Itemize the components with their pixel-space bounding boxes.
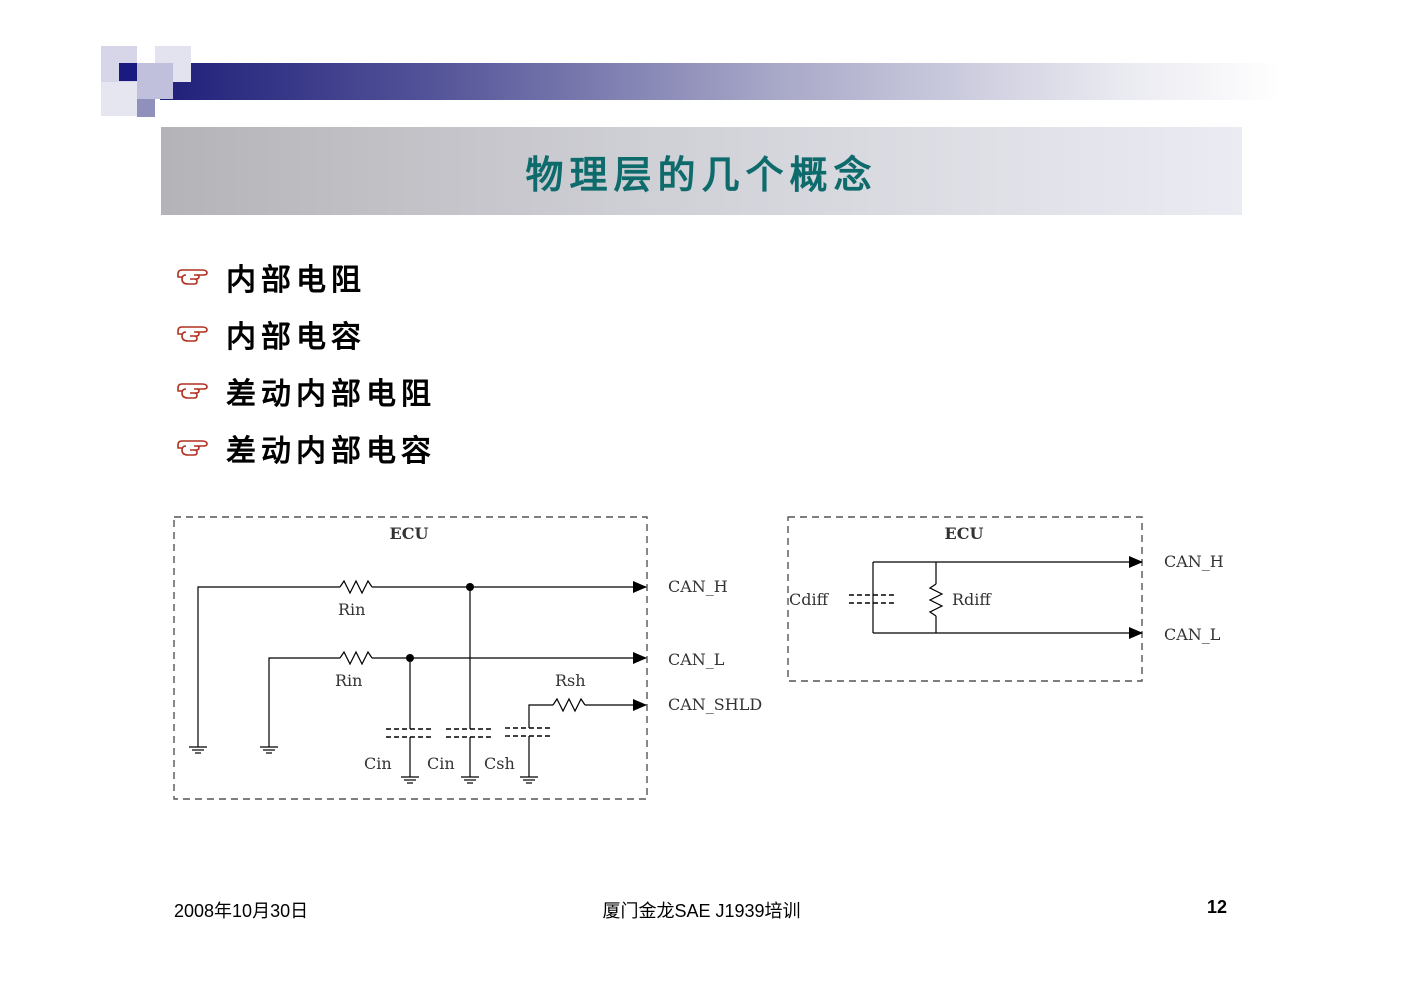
resistor-rdiff <box>928 583 944 617</box>
label-can-h: CAN_H <box>668 577 728 596</box>
ground-icon <box>520 776 538 784</box>
label-can-h: CAN_H <box>1164 552 1224 571</box>
title-band: 物理层的几个概念 <box>161 127 1242 215</box>
decor-square <box>137 63 173 99</box>
footer-date: 2008年10月30日 <box>174 901 309 921</box>
label-cin-1: Cin <box>364 754 392 773</box>
pointing-hand-icon <box>177 439 208 456</box>
ecu-box <box>173 516 648 800</box>
ground-icon <box>401 776 419 784</box>
bullet-list: 内部电阻 内部电容 差动内部电阻 差动内部电容 <box>176 248 436 476</box>
label-cdiff: Cdiff <box>789 590 830 609</box>
footer-title: 厦门金龙SAE J1939培训 <box>602 901 801 921</box>
label-cin-2: Cin <box>427 754 455 773</box>
bullet-text: 内部电容 <box>226 319 366 355</box>
label-can-l: CAN_L <box>1164 625 1221 644</box>
label-can-l: CAN_L <box>668 650 725 669</box>
label-rdiff: Rdiff <box>952 590 992 609</box>
resistor-rin-2 <box>339 650 373 666</box>
decor-square <box>119 63 137 81</box>
list-item: 差动内部电阻 <box>176 362 436 419</box>
list-item: 内部电阻 <box>176 248 436 305</box>
label-csh: Csh <box>484 754 515 773</box>
ground-icon <box>189 746 207 754</box>
header-gradient-bar <box>160 63 1280 100</box>
list-item: 内部电容 <box>176 305 436 362</box>
capacitor-plates <box>386 727 553 738</box>
can-l-wire <box>268 657 340 747</box>
label-rin-1: Rin <box>338 600 365 619</box>
bullet-text: 差动内部电容 <box>226 433 436 469</box>
can-h-wire <box>197 586 340 747</box>
ground-icon <box>461 776 479 784</box>
decor-square <box>137 99 155 117</box>
ecu-internal-diagram: ECU Rin CAN_H Rin CAN_L Rsh CAN_SHLD <box>173 516 762 800</box>
ecu-box <box>787 516 1143 682</box>
page-number: 12 <box>1206 897 1227 917</box>
list-item: 差动内部电容 <box>176 419 436 476</box>
ground-icon <box>260 746 278 754</box>
slide-title: 物理层的几个概念 <box>525 151 878 197</box>
bullet-text: 差动内部电阻 <box>226 376 436 412</box>
pointing-hand-icon <box>177 325 208 342</box>
label-rin-2: Rin <box>335 671 362 690</box>
ecu-differential-diagram: ECU Rdiff Cdiff CAN_H CAN_L <box>787 516 1224 682</box>
pointing-hand-icon <box>177 268 208 285</box>
bullet-text: 内部电阻 <box>226 262 366 298</box>
resistor-rin-1 <box>339 579 373 595</box>
resistor-rsh <box>552 697 586 713</box>
pointing-hand-icon <box>177 382 208 399</box>
shield-wire <box>528 704 553 728</box>
ecu-label: ECU <box>945 524 984 543</box>
ecu-label: ECU <box>390 524 429 543</box>
decor-square <box>101 82 137 116</box>
capacitor-plates <box>849 594 897 604</box>
label-rsh: Rsh <box>555 671 586 690</box>
label-can-shld: CAN_SHLD <box>668 695 762 714</box>
